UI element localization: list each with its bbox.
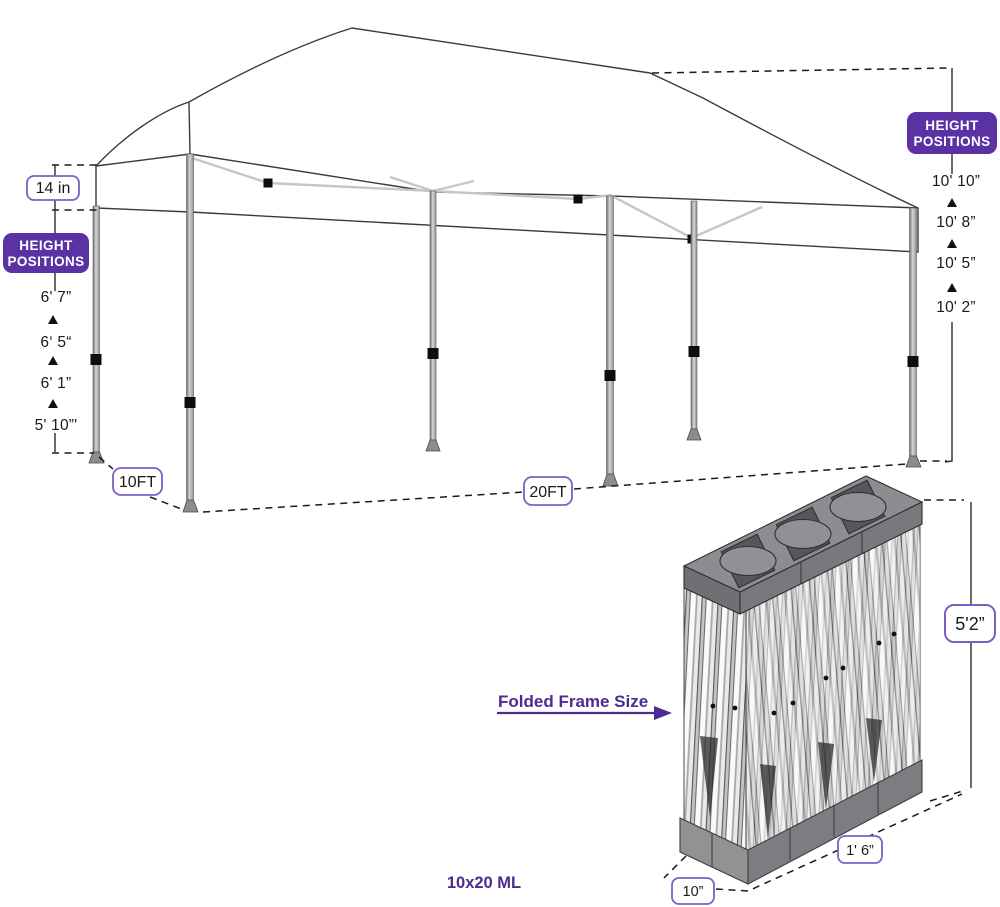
canopy-corner-edge <box>188 101 191 155</box>
up-arrow-icon <box>48 356 58 365</box>
svg-text:POSITIONS: POSITIONS <box>7 254 84 269</box>
length-20ft-box <box>523 476 573 506</box>
right-dimension-group: HEIGHT POSITIONS 10' 10” 10' 8” 10' 5” 1… <box>651 67 997 463</box>
tent-leg <box>602 195 619 487</box>
tent-leg <box>905 207 922 468</box>
svg-text:HEIGHT: HEIGHT <box>19 238 73 253</box>
arrow-right-icon <box>654 706 672 720</box>
tent-leg <box>686 200 702 441</box>
folded-depth-label: 10” <box>683 884 704 900</box>
leg-knob <box>427 348 439 359</box>
width-10ft-label: 10FT <box>119 474 157 491</box>
dashed-line <box>651 67 949 74</box>
dashed-line <box>98 456 114 470</box>
height-positions-badge-left: HEIGHT POSITIONS <box>3 233 89 273</box>
leg-knob <box>604 370 616 381</box>
height-label: 5' 10”' <box>35 417 78 434</box>
height-label: 6' 1” <box>41 375 72 392</box>
canopy-front-eave <box>189 153 919 209</box>
up-arrow-icon <box>48 315 58 324</box>
foot-plate-disc <box>719 533 777 589</box>
folded-frame-top-plates <box>682 475 924 615</box>
folded-frame-illustration: 5'2” 10” 1' 6” Folded Frame Size <box>497 475 996 905</box>
dashed-line <box>573 463 907 490</box>
truss-node <box>573 194 583 204</box>
tent-legs <box>88 153 922 513</box>
length-20ft-label: 20FT <box>529 484 567 501</box>
height-positions-badge-right: HEIGHT POSITIONS <box>907 112 997 154</box>
folded-frame-base <box>679 759 923 885</box>
up-arrow-icon <box>947 239 957 248</box>
height-label: 10' 10” <box>932 173 980 190</box>
folded-height-box <box>944 604 996 643</box>
svg-text:POSITIONS: POSITIONS <box>913 134 990 149</box>
leg-knob <box>184 397 196 408</box>
folded-length-box <box>837 835 883 864</box>
width-10ft-box <box>112 467 163 496</box>
up-arrow-icon <box>48 399 58 408</box>
canopy-left-end-eave <box>95 153 191 167</box>
height-label: 10' 2” <box>936 299 976 316</box>
foot-plate-disc <box>774 506 832 562</box>
footprint-dimension-group: 10FT 20FT <box>98 456 907 513</box>
dashed-line <box>663 855 687 879</box>
foot-plate-disc <box>829 479 887 535</box>
dashed-line <box>715 793 963 892</box>
tent-illustration <box>88 27 922 513</box>
height-label: 10' 5” <box>936 255 976 272</box>
folded-frame-size-label: Folded Frame Size <box>498 692 648 711</box>
height-label: 6' 7” <box>41 289 72 306</box>
tent-leg <box>88 205 105 464</box>
height-label: 6‘ 5“ <box>40 334 71 351</box>
valance-gap-box <box>26 175 80 201</box>
truss-node <box>263 178 273 188</box>
folded-frame-callout: Folded Frame Size <box>497 692 672 720</box>
folded-depth-box <box>671 877 715 905</box>
dashed-line <box>149 496 185 511</box>
tent-leg <box>425 190 441 452</box>
tent-canopy <box>95 27 919 253</box>
height-label: 10' 8” <box>936 214 976 231</box>
svg-text:HEIGHT: HEIGHT <box>925 118 979 133</box>
leg-knob <box>688 346 700 357</box>
folded-length-label: 1' 6” <box>846 843 874 859</box>
roof-truss <box>191 156 763 244</box>
dashed-line <box>202 491 525 513</box>
valance-gap-label: 14 in <box>36 180 71 197</box>
rivet-dots <box>710 631 897 716</box>
tent-leg <box>182 153 199 513</box>
up-arrow-icon <box>947 198 957 207</box>
folded-frame-dimensions: 5'2” 10” 1' 6” <box>663 499 996 905</box>
left-dimension-group: 14 in HEIGHT POSITIONS 6' 7” 6‘ 5“ 6' 1”… <box>3 164 98 454</box>
model-label: 10x20 ML <box>447 874 521 892</box>
leg-knob <box>90 354 102 365</box>
folded-height-label: 5'2” <box>955 614 984 634</box>
folded-pole-bundle <box>683 515 921 853</box>
dimension-line <box>944 68 953 463</box>
dashed-line <box>929 789 967 802</box>
leg-knob <box>907 356 919 367</box>
up-arrow-icon <box>947 283 957 292</box>
